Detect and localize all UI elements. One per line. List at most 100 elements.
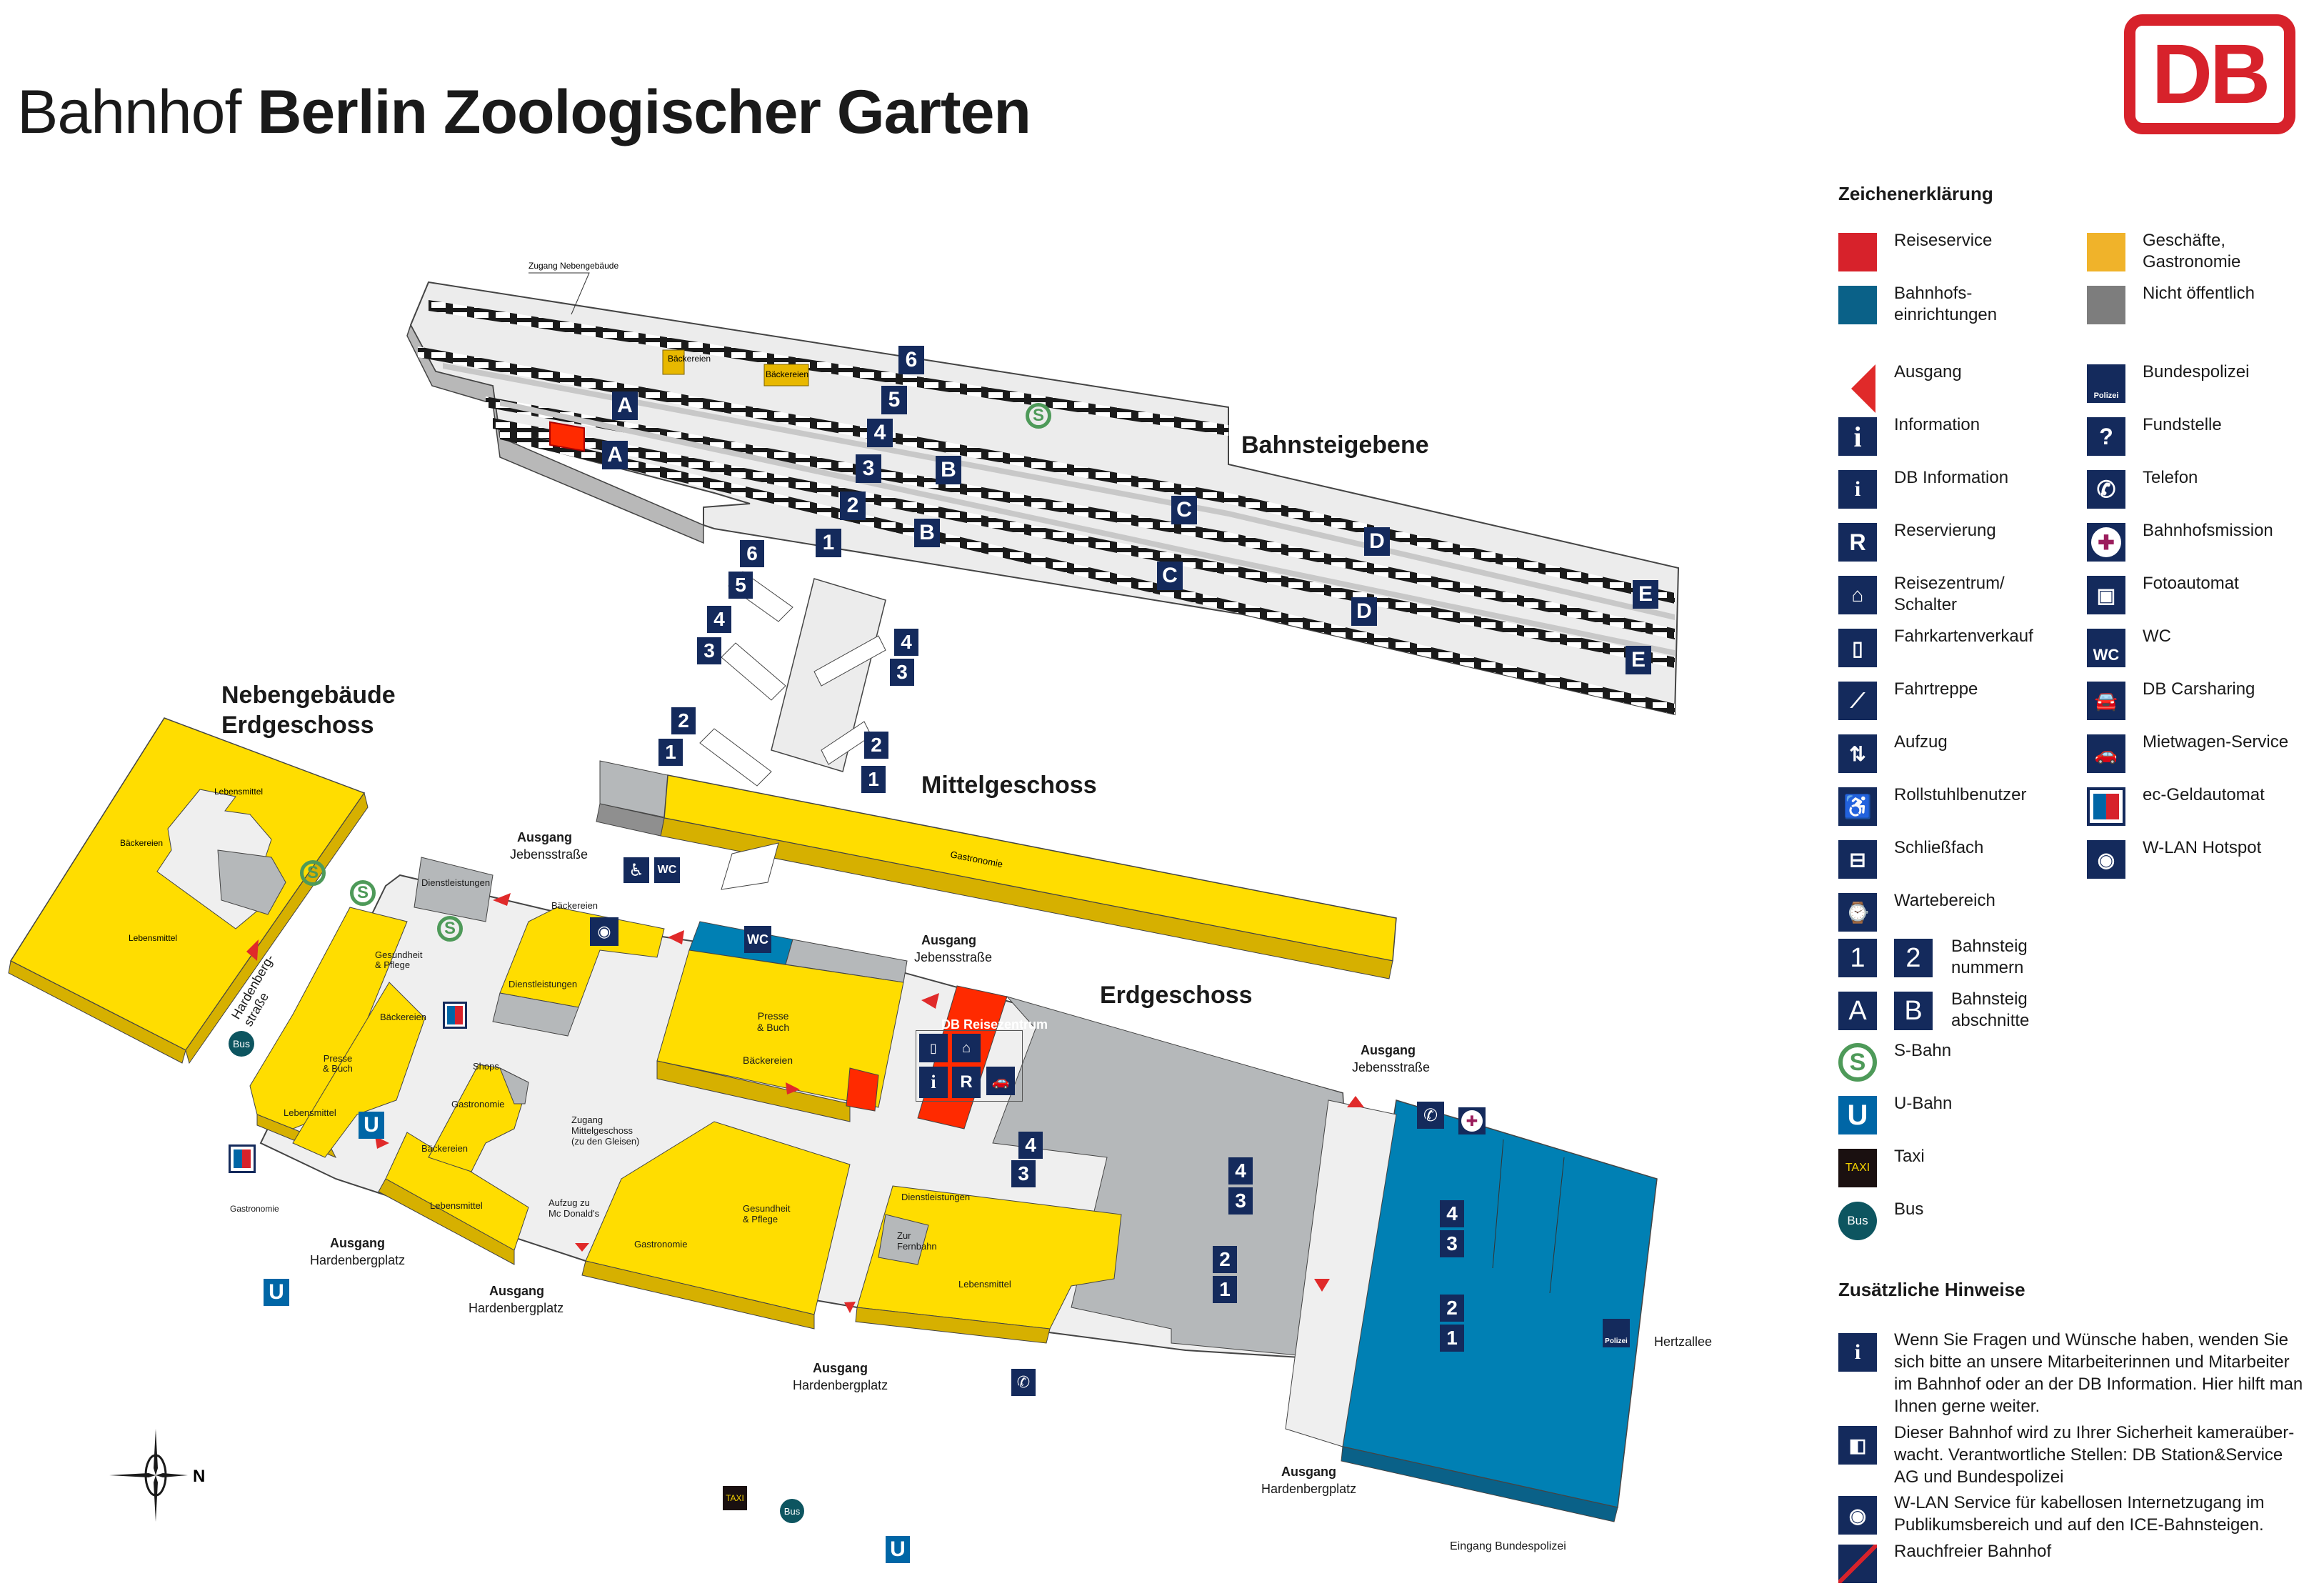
car-rental-icon: 🚗 [2087, 734, 2125, 773]
platform-number-icon: 2 [1894, 939, 1933, 977]
platform-number-4: 4 [1228, 1157, 1253, 1184]
street-label: Hardenbergplatz [310, 1253, 406, 1267]
platform-number-1: 1 [1213, 1276, 1237, 1303]
police-icon: Polizei [1603, 1319, 1630, 1347]
db-logo: DB [2124, 14, 2295, 134]
platform-number-1: 1 [658, 739, 683, 766]
db-information-icon: i [1838, 470, 1877, 509]
platform-number-2: 2 [1213, 1246, 1237, 1273]
ticket-machine-icon: ▯ [1838, 629, 1877, 667]
lost-found-icon: ? [2087, 417, 2125, 456]
car-rental-icon: 🚗 [986, 1067, 1015, 1095]
sbahn-icon: S [300, 860, 326, 886]
legend-item: ▯Fahrkartenverkauf [1838, 627, 2033, 667]
exit-label: Ausgang [489, 1284, 545, 1298]
reisezentrum-services: ▯ ⌂ i R 🚗 [916, 1030, 1023, 1102]
station-map: Bäckereien Bäckereien Zugang Nebengebäud… [8, 261, 1680, 1522]
ec-atm-icon [229, 1144, 256, 1173]
no-smoking-icon [1838, 1545, 1877, 1583]
legend-item: ⌚Wartebereich [1838, 891, 1995, 932]
legend-item: 🚗Mietwagen-Service [2087, 732, 2288, 773]
legend-item-reiseservice: Reiseservice [1838, 231, 1992, 271]
ubahn-icon: U [886, 1536, 910, 1563]
platform-section-a: A [612, 391, 638, 420]
platform-section-e: E [1633, 580, 1658, 609]
middle-level: Gastronomie [596, 760, 1397, 979]
legend-item: ec-Geldautomat [2087, 785, 2265, 826]
note-item: ◉W-LAN Service für kabellosen Internetzu… [1838, 1493, 2264, 1535]
wc-icon: WC [654, 857, 680, 883]
station-mission-icon: ✚ [1458, 1107, 1486, 1134]
information-icon: i [1838, 417, 1877, 456]
ground-floor [249, 857, 1358, 1362]
bus-icon: Bus [1838, 1202, 1877, 1240]
platform-number-3: 3 [856, 454, 881, 483]
ubahn-icon: U [1838, 1096, 1877, 1134]
notes-heading: Zusätzliche Hinweise [1838, 1279, 2025, 1300]
platform-section-icon: B [1894, 992, 1933, 1030]
platform-level [406, 281, 1680, 716]
svg-text:N: N [193, 1467, 205, 1486]
telephone-icon: ✆ [1011, 1369, 1036, 1396]
exit-arrow-icon [1851, 364, 1875, 413]
color-swatch [1838, 286, 1877, 324]
platform-number-4: 4 [1018, 1132, 1043, 1159]
floor-label-bahnsteigebene: Bahnsteigebene [1241, 432, 1429, 459]
platform-number-1: 1 [1440, 1325, 1464, 1352]
title-prefix: Bahnhof [17, 78, 241, 146]
platform-section-d: D [1351, 597, 1377, 626]
legend-item: Ausgang [1838, 362, 1962, 413]
shop-label: Presse& Buch [323, 1053, 353, 1074]
platform-section-c: C [1157, 562, 1183, 590]
sbahn-icon: S [437, 916, 463, 942]
platform-number-5: 5 [728, 572, 753, 599]
db-logo-text: DB [2151, 27, 2270, 121]
sbahn-icon: S [1838, 1043, 1877, 1082]
legend-item: 🚘DB Carsharing [2087, 679, 2255, 720]
street-label: Jebensstraße [1352, 1060, 1431, 1074]
shop-label: Bäckereien [551, 900, 598, 911]
compass-icon: N [109, 1429, 205, 1522]
exit-label: Ausgang [517, 830, 573, 844]
platform-number-4: 4 [867, 419, 893, 447]
platform-section-a: A [602, 441, 628, 469]
information-icon: i [919, 1067, 948, 1098]
shop-label: Bäckereien [380, 1012, 427, 1022]
platform-number-1: 1 [816, 529, 841, 557]
platform-section-b: B [914, 519, 940, 547]
legend-item: ◉W-LAN Hotspot [2087, 838, 2261, 879]
exit-label: Ausgang [921, 933, 977, 947]
legend-item: A B Bahnsteig abschnitte [1838, 989, 2029, 1030]
platform-number-3: 3 [1228, 1187, 1253, 1215]
platform-number-2: 2 [1440, 1295, 1464, 1322]
sbahn-icon: S [350, 880, 376, 906]
exit-label: Ausgang [330, 1236, 386, 1250]
svg-text:Bäckereien: Bäckereien [120, 838, 163, 848]
platform-number-3: 3 [890, 659, 914, 686]
db-reisezentrum-label: DB Reisezentrum [941, 1017, 1048, 1032]
shop-label: Presse& Buch [757, 1010, 790, 1033]
locker-icon: ⊟ [1838, 840, 1877, 879]
police-entrance-label: Eingang Bundespolizei [1450, 1540, 1566, 1552]
platform-section-d: D [1364, 527, 1390, 556]
platform-number-2: 2 [671, 707, 696, 734]
platform-number-1: 1 [861, 766, 886, 793]
wifi-icon: ◉ [2087, 840, 2125, 879]
shop-label: Bäckereien [421, 1143, 469, 1154]
waiting-area-icon: ⌚ [1838, 893, 1877, 932]
legend-item: ♿Rollstuhlbenutzer [1838, 785, 2026, 826]
shop-label: Gesundheit& Pflege [375, 949, 423, 970]
platform-section-icon: A [1838, 992, 1877, 1030]
legend-item-bahnhofseinrichtungen: Bahnhofs- einrichtungen [1838, 284, 1997, 324]
stairs-to-mittelgeschoss [699, 571, 886, 787]
